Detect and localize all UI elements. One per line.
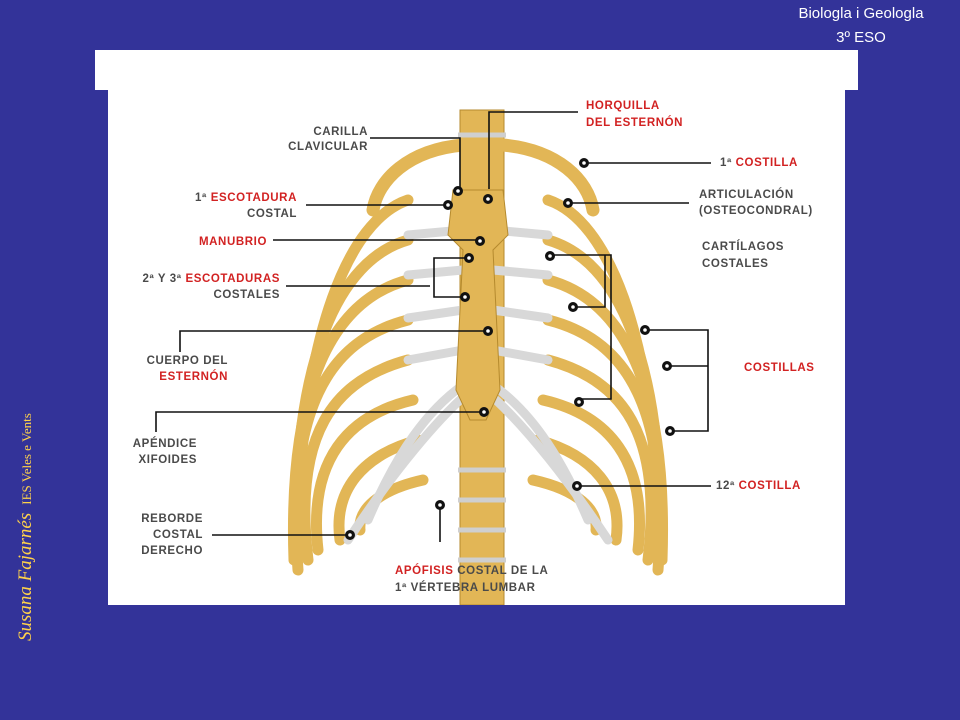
label-escotaduras-23-2: COSTALES: [213, 289, 280, 301]
course-level: 3º ESO: [836, 29, 886, 46]
label-escotadura-1-2: COSTAL: [247, 208, 297, 220]
rib-cage-figure: CARILLA CLAVICULAR 1ª ESCOTADURA COSTAL …: [108, 90, 845, 605]
label-escotaduras-23-red: ESCOTADURAS: [185, 273, 280, 285]
school-name: IES Veles e Vents: [19, 413, 34, 505]
label-apofisis-2: 1ª VÉRTEBRA LUMBAR: [395, 581, 536, 594]
label-escotadura-1-num: 1ª: [195, 192, 207, 204]
label-reborde-3: DERECHO: [141, 545, 203, 557]
label-escotaduras-23-num: 2ª Y 3ª: [142, 273, 181, 285]
label-horquilla-1: HORQUILLA: [586, 100, 660, 112]
label-costilla-12-red: COSTILLA: [739, 480, 801, 492]
label-articulacion-2: (OSTEOCONDRAL): [699, 205, 813, 217]
label-escotaduras-23: 2ª Y 3ª ESCOTADURAS: [142, 273, 280, 285]
label-cuerpo-1: CUERPO DEL: [147, 355, 228, 367]
label-reborde-1: REBORDE: [141, 513, 203, 525]
label-escotadura-1-red: ESCOTADURA: [211, 192, 297, 204]
leader-dots: [345, 158, 675, 540]
label-reborde-2: COSTAL: [153, 529, 203, 541]
label-cartilagos-1: CARTÍLAGOS: [702, 240, 784, 253]
label-apendice-1: APÉNDICE: [133, 437, 197, 450]
label-manubrio: MANUBRIO: [199, 236, 267, 248]
label-costilla-1: 1ª COSTILLA: [720, 157, 798, 169]
label-costillas: COSTILLAS: [744, 362, 815, 374]
author-credit: Susana Fajarnés IES Veles e Vents: [15, 413, 41, 641]
author-name: Susana Fajarnés: [15, 512, 36, 641]
label-carilla-2: CLAVICULAR: [288, 141, 368, 153]
course-header: Biologla i Geologla 3º ESO: [786, 2, 936, 50]
label-apendice-2: XIFOIDES: [139, 454, 197, 466]
rib-cage-illustration: [287, 109, 669, 605]
label-costilla-12: 12ª COSTILLA: [716, 480, 801, 492]
label-carilla-1: CARILLA: [313, 126, 368, 138]
label-articulacion-1: ARTICULACIÓN: [699, 188, 794, 201]
rib-cage-diagram: CARILLA CLAVICULAR 1ª ESCOTADURA COSTAL …: [133, 100, 815, 605]
label-costilla-1-num: 1ª: [720, 157, 732, 169]
course-subject: Biologla i Geologla: [798, 5, 924, 22]
label-cuerpo-2: ESTERNÓN: [159, 370, 228, 383]
label-escotadura-1: 1ª ESCOTADURA: [195, 192, 297, 204]
label-costilla-12-num: 12ª: [716, 480, 735, 492]
label-apofisis-rest: COSTAL DE LA: [457, 565, 548, 577]
label-cartilagos-2: COSTALES: [702, 258, 769, 270]
title-banner: [95, 50, 858, 90]
label-apofisis-1: APÓFISIS COSTAL DE LA: [395, 564, 548, 577]
label-horquilla-2: DEL ESTERNÓN: [586, 116, 683, 129]
label-apofisis-red: APÓFISIS: [395, 564, 453, 577]
label-costilla-1-red: COSTILLA: [736, 157, 798, 169]
